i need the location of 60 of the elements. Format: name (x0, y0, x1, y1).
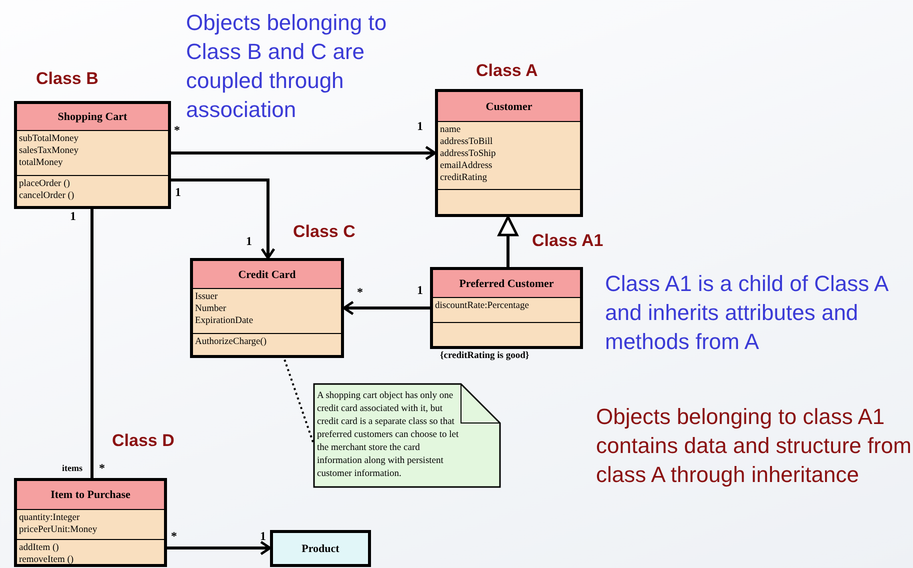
multiplicity: * (357, 286, 363, 300)
attribute-text: salesTaxMoney (19, 145, 80, 157)
annotation-text: Class A1 is a child of Class A and inherits attributes and methods from A (605, 270, 890, 356)
association-arrow (171, 178, 276, 260)
multiplicity: * (174, 124, 180, 138)
class-label: Class D (112, 431, 174, 451)
multiplicity: 1 (175, 186, 181, 200)
attribute-text: ExpirationDate (195, 315, 254, 327)
attribute-text: discountRate:Percentage (435, 300, 530, 312)
attribute-text: pricePerUnit:Money (19, 524, 98, 536)
class-name: Product (302, 542, 340, 554)
class-label: Class B (36, 69, 98, 89)
note-text: A shopping cart object has only one credit card associated with it, but credit card is a separate class so that preferred customers can choose to let the merchant store the card information along with persistent customer information. (317, 390, 459, 481)
attribute-text: addressToShip (440, 148, 497, 160)
annotation-text: Objects belonging to class A1 contains data and structure from class A through inheritance (596, 403, 912, 489)
note-link (283, 358, 314, 442)
multiplicity: 1 (417, 120, 423, 134)
attribute-text: Issuer (195, 291, 219, 303)
class-box (190, 258, 344, 358)
class-box (14, 478, 167, 567)
association-arrow (171, 146, 436, 160)
method-text: placeOrder () (19, 178, 71, 190)
attribute-text: creditRating (440, 172, 488, 184)
class-box (430, 267, 583, 349)
association-line (90, 209, 94, 478)
class-label: Class C (293, 222, 356, 242)
class-name: Shopping Cart (58, 111, 128, 123)
multiplicity: 1 (246, 235, 252, 249)
role-name: items (62, 463, 82, 474)
constraint-text: {creditRating is good} (440, 351, 530, 362)
class-label: Class A (476, 61, 538, 81)
method-text: addItem () (19, 542, 60, 554)
attribute-text: name (440, 124, 462, 136)
class-label: Class A1 (532, 231, 604, 251)
method-text: AuthorizeCharge() (195, 336, 268, 348)
annotation-text: Objects belonging to Class B and C are coupled through association (186, 9, 388, 124)
attribute-text: quantity:Integer (19, 512, 81, 524)
class-name: Preferred Customer (459, 278, 554, 290)
attribute-text: addressToBill (440, 136, 494, 148)
note-box (313, 383, 501, 488)
multiplicity: * (99, 462, 105, 476)
attribute-text: emailAddress (440, 160, 494, 172)
class-name: Credit Card (238, 268, 296, 280)
multiplicity: 1 (260, 530, 266, 544)
method-text: cancelOrder () (19, 190, 76, 202)
multiplicity: 1 (417, 284, 423, 298)
attribute-text: subTotalMoney (19, 133, 80, 145)
class-name: Item to Purchase (50, 489, 130, 501)
inheritance-arrow (498, 216, 518, 267)
association-arrow (342, 300, 430, 316)
class-box (14, 101, 171, 209)
class-box (270, 530, 371, 567)
attribute-text: Number (195, 303, 228, 315)
class-name: Customer (486, 100, 532, 112)
multiplicity: * (171, 530, 177, 544)
multiplicity: 1 (70, 210, 76, 224)
association-arrow (167, 540, 272, 556)
attribute-text: totalMoney (19, 157, 64, 169)
class-box (435, 89, 583, 217)
method-text: removeItem () (19, 554, 75, 566)
